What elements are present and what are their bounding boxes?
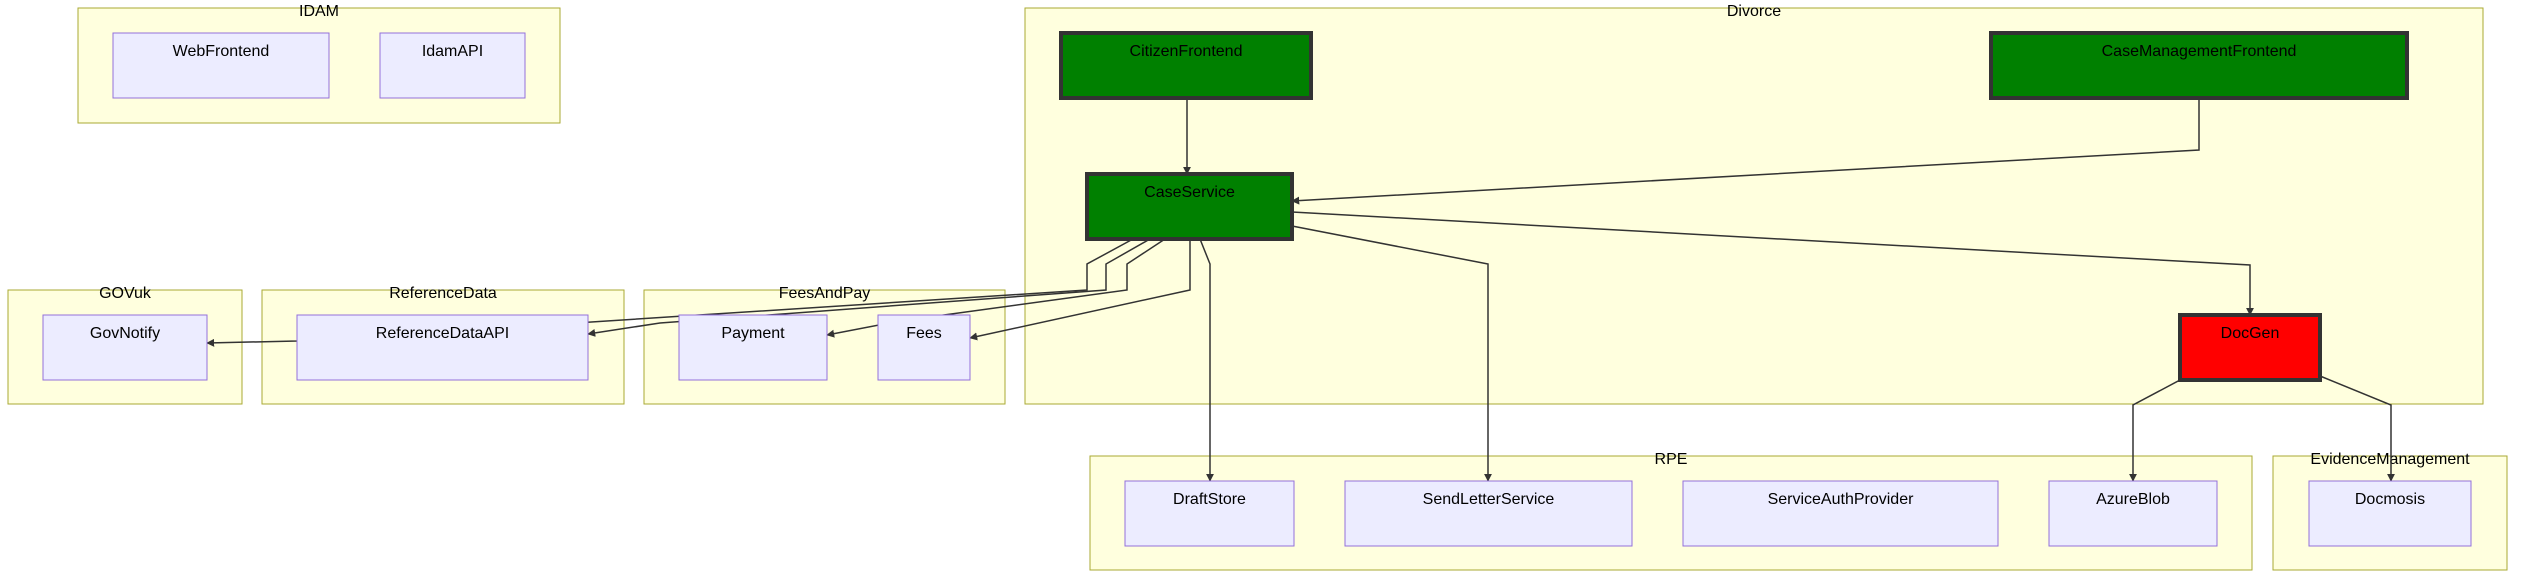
node-referencedataapi: ReferenceDataAPI (296, 314, 589, 381)
cluster-divorce-label: Divorce (1727, 3, 1781, 20)
node-caseservice-label: CaseService (1144, 184, 1235, 201)
node-docgen-box (2178, 313, 2322, 382)
node-govnotify-box (42, 314, 208, 381)
node-docgen: DocGen (2178, 313, 2322, 382)
node-payment-box (678, 314, 828, 381)
node-casemanagementfrontend: CaseManagementFrontend (1989, 31, 2409, 100)
edge-docgen-to-docmosis (2319, 375, 2395, 482)
nodes-layer: WebFrontend IdamAPI CitizenFrontend CaseMan… (42, 31, 2472, 547)
node-serviceauthprovider: ServiceAuthProvider (1682, 480, 1999, 547)
node-idamapi-box (379, 32, 526, 99)
cluster-idam-label: IDAM (299, 3, 339, 20)
node-caseservice-box (1085, 172, 1294, 241)
node-docgen-label: DocGen (2221, 325, 2280, 342)
node-govnotify: GovNotify (42, 314, 208, 381)
node-draftstore-label: DraftStore (1173, 491, 1246, 508)
edge-case-to-fees (969, 239, 1191, 341)
node-draftstore: DraftStore (1124, 480, 1295, 547)
node-citizenfrontend-label: CitizenFrontend (1130, 43, 1243, 60)
edge-case-to-referencedataapi (587, 238, 1151, 337)
edge-case-to-docgen (1291, 211, 2254, 316)
edge-case-to-govnotify (206, 238, 1134, 347)
node-sendletterservice: SendLetterService (1344, 480, 1633, 547)
cluster-referencedata-label: ReferenceData (389, 285, 497, 302)
cluster-rpe-label: RPE (1655, 451, 1688, 468)
node-idamapi-label: IdamAPI (422, 43, 483, 60)
node-caseservice: CaseService (1085, 172, 1294, 241)
node-fees-box (877, 314, 971, 381)
node-idamapi: IdamAPI (379, 32, 526, 99)
node-payment: Payment (678, 314, 828, 381)
node-serviceauthprovider-box (1682, 480, 1999, 547)
node-docmosis-label: Docmosis (2355, 491, 2425, 508)
node-azureblob-label: AzureBlob (2096, 491, 2170, 508)
node-docmosis: Docmosis (2308, 480, 2472, 547)
node-casemanagementfrontend-label: CaseManagementFrontend (2102, 43, 2297, 60)
node-fees: Fees (877, 314, 971, 381)
node-draftstore-box (1124, 480, 1295, 547)
edge-case-to-payment (826, 238, 1166, 338)
edges-layer (206, 98, 2395, 482)
node-referencedataapi-label: ReferenceDataAPI (376, 325, 509, 342)
node-casemanagementfrontend-box (1989, 31, 2409, 100)
node-webfrontend: WebFrontend (112, 32, 330, 99)
node-citizenfrontend: CitizenFrontend (1059, 31, 1313, 100)
node-govnotify-label: GovNotify (90, 325, 160, 342)
node-docmosis-box (2308, 480, 2472, 547)
node-referencedataapi-box (296, 314, 589, 381)
node-fees-label: Fees (906, 325, 942, 342)
node-serviceauthprovider-label: ServiceAuthProvider (1768, 491, 1915, 508)
node-azureblob-box (2048, 480, 2218, 547)
edge-case-to-draftstore (1199, 238, 1214, 482)
node-webfrontend-label: WebFrontend (173, 43, 270, 60)
node-azureblob: AzureBlob (2048, 480, 2218, 547)
edge-docgen-to-azureblob (2129, 379, 2181, 482)
node-sendletterservice-label: SendLetterService (1423, 491, 1555, 508)
edge-case-to-sendletterservice (1291, 225, 1492, 482)
node-citizenfrontend-box (1059, 31, 1313, 100)
node-sendletterservice-box (1344, 480, 1633, 547)
edge-casemgmt-to-case (1291, 98, 2200, 205)
node-payment-label: Payment (721, 325, 785, 342)
node-webfrontend-box (112, 32, 330, 99)
cluster-feesandpay-label: FeesAndPay (779, 285, 871, 302)
cluster-govuk-label: GOVuk (99, 285, 152, 302)
